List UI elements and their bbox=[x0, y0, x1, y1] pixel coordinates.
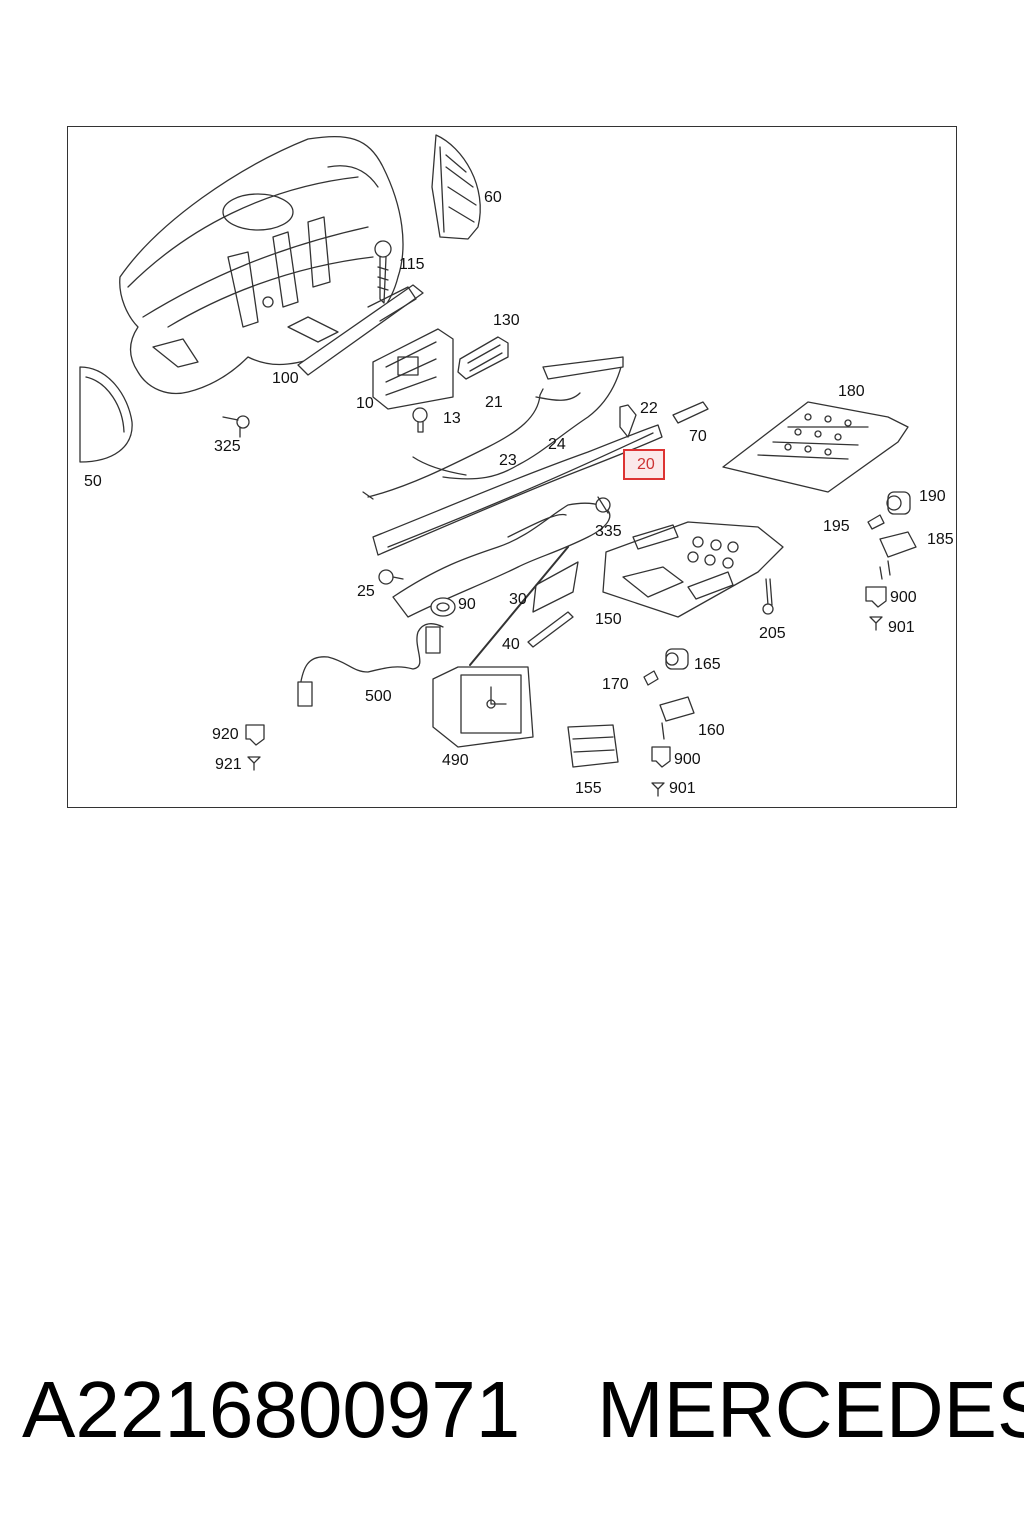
brand-name: MERCEDES bbox=[597, 1365, 1024, 1454]
callout-30: 30 bbox=[509, 591, 527, 608]
part-30-trim-panel bbox=[532, 561, 579, 613]
part-150-control-unit bbox=[602, 521, 784, 618]
callout-90: 90 bbox=[458, 596, 476, 613]
callout-20-highlighted: 20 bbox=[623, 449, 665, 480]
part-901-fastener-right bbox=[869, 616, 883, 631]
part-number: A2216800971 bbox=[22, 1365, 521, 1454]
callout-10: 10 bbox=[356, 395, 374, 412]
part-50-end-cap bbox=[79, 366, 133, 463]
part-60-side-panel bbox=[431, 134, 481, 240]
callout-23: 23 bbox=[499, 452, 517, 469]
callout-490: 490 bbox=[442, 752, 469, 769]
callout-25: 25 bbox=[357, 583, 375, 600]
part-13-screw bbox=[412, 407, 428, 433]
callout-335: 335 bbox=[595, 523, 622, 540]
part-490-clock bbox=[432, 546, 569, 748]
callout-205: 205 bbox=[759, 625, 786, 642]
part-205-screw bbox=[762, 578, 774, 615]
part-25-screw bbox=[378, 569, 404, 585]
callout-70: 70 bbox=[689, 428, 707, 445]
wiring-harness bbox=[362, 358, 624, 500]
callout-115: 115 bbox=[399, 256, 425, 273]
part-20-trim-strip bbox=[372, 356, 663, 556]
part-170-cap bbox=[643, 670, 659, 686]
callout-185: 185 bbox=[927, 531, 954, 548]
part-920-fastener bbox=[245, 724, 265, 746]
callout-180: 180 bbox=[838, 383, 865, 400]
part-165-knob bbox=[665, 648, 689, 670]
callout-50: 50 bbox=[84, 473, 102, 490]
part-335-screw bbox=[595, 496, 611, 514]
part-10-center-panel bbox=[372, 328, 454, 410]
callout-900-lower: 900 bbox=[674, 751, 701, 768]
footer-caption: A2216800971 MERCEDES bbox=[22, 1365, 1024, 1470]
callout-165: 165 bbox=[694, 656, 721, 673]
callout-921: 921 bbox=[215, 756, 242, 773]
part-190-knob bbox=[886, 491, 911, 515]
part-195-cap bbox=[867, 514, 885, 530]
part-90-button bbox=[430, 597, 456, 617]
callout-22: 22 bbox=[640, 400, 658, 417]
part-921-fastener bbox=[247, 756, 261, 771]
callout-190: 190 bbox=[919, 488, 946, 505]
part-100-trim-strip bbox=[297, 284, 424, 376]
callout-40: 40 bbox=[502, 636, 520, 653]
callout-21: 21 bbox=[485, 394, 503, 411]
callout-195: 195 bbox=[823, 518, 850, 535]
callout-900-right: 900 bbox=[890, 589, 917, 606]
callout-160: 160 bbox=[698, 722, 725, 739]
part-500-cable bbox=[297, 623, 444, 707]
callout-901-lower: 901 bbox=[669, 780, 696, 797]
parts-diagram-frame: 60 115 130 100 10 13 21 22 70 180 50 325… bbox=[67, 126, 957, 808]
part-22-clip bbox=[619, 404, 637, 438]
callout-170: 170 bbox=[602, 676, 629, 693]
part-70-badge bbox=[672, 401, 709, 424]
callout-500: 500 bbox=[365, 688, 392, 705]
part-900-fastener-lower bbox=[651, 746, 671, 768]
callout-130: 130 bbox=[493, 312, 520, 329]
callout-920: 920 bbox=[212, 726, 239, 743]
callout-325: 325 bbox=[214, 438, 241, 455]
part-185-switch bbox=[879, 531, 917, 580]
callout-155: 155 bbox=[575, 780, 602, 797]
callout-60: 60 bbox=[484, 189, 502, 206]
part-901-fastener-lower bbox=[651, 782, 665, 797]
part-180-panel bbox=[722, 401, 909, 493]
callout-150: 150 bbox=[595, 611, 622, 628]
dashboard-outline bbox=[119, 136, 404, 395]
part-155-switch-block bbox=[567, 724, 619, 768]
callout-13: 13 bbox=[443, 410, 461, 427]
part-115-screw bbox=[374, 240, 392, 304]
part-160-switch bbox=[659, 696, 695, 740]
part-40-trim-panel bbox=[527, 611, 574, 648]
part-325-screw bbox=[222, 415, 250, 438]
part-900-fastener-right bbox=[865, 586, 887, 608]
part-130-vent bbox=[457, 336, 509, 380]
callout-901-right: 901 bbox=[888, 619, 915, 636]
parts-diagram-drawing bbox=[79, 134, 917, 797]
callout-100: 100 bbox=[272, 370, 299, 387]
callout-24: 24 bbox=[548, 436, 566, 453]
